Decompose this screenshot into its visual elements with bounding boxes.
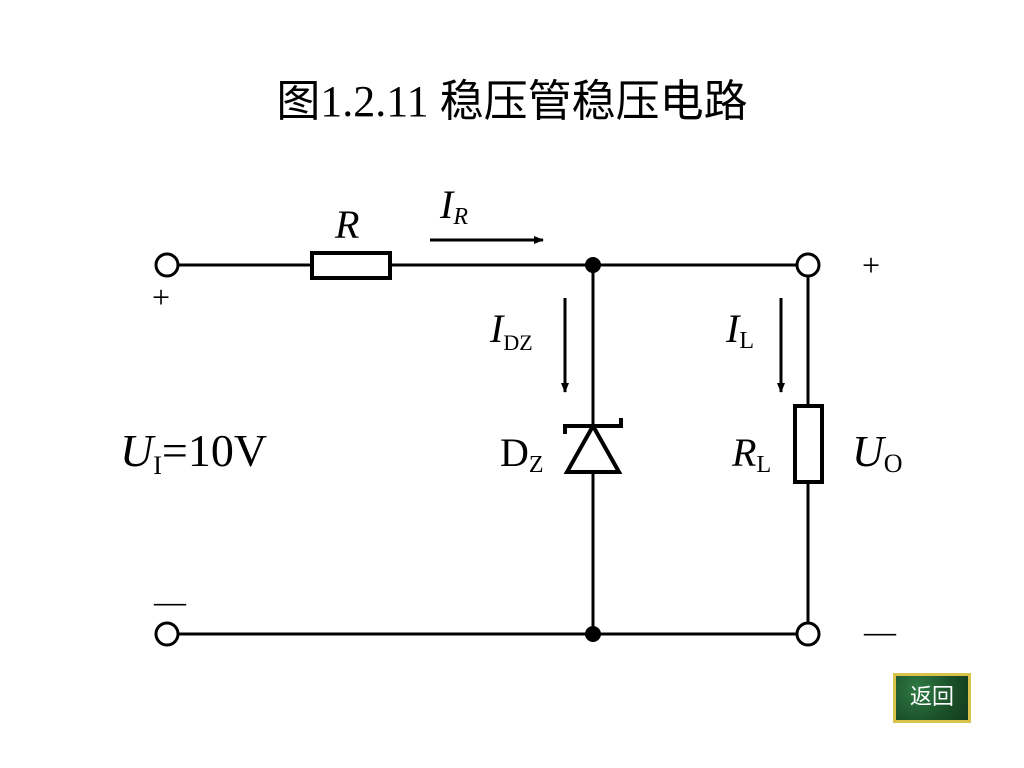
label-current-idz: IDZ — [489, 306, 533, 355]
input-terminal-top — [154, 252, 180, 278]
label-output-voltage: UO — [852, 427, 903, 478]
label-current-ir: IR — [439, 182, 468, 230]
label-input-voltage: UI=10V — [120, 425, 267, 480]
load-resistor-rl — [793, 404, 824, 484]
zener-diode-symbol — [563, 418, 623, 474]
junction-bottom — [585, 626, 601, 642]
label-output-minus: — — [863, 613, 897, 649]
back-button[interactable]: 返回 — [893, 673, 971, 723]
label-input-plus: + — [152, 279, 170, 315]
input-terminal-bottom — [154, 621, 180, 647]
junction-top — [585, 257, 601, 273]
label-output-plus: + — [862, 247, 880, 283]
resistor-r — [310, 251, 392, 280]
label-load-rl: RL — [731, 430, 771, 478]
label-current-il: IL — [725, 306, 754, 354]
label-diode-dz: DZ — [500, 430, 544, 478]
output-terminal-bottom — [795, 621, 821, 647]
diode-triangle — [563, 421, 623, 474]
label-resistor-r: R — [334, 202, 359, 247]
output-terminal-top — [795, 252, 821, 278]
page-title: 图1.2.11 稳压管稳压电路 — [276, 77, 748, 126]
label-input-minus: — — [153, 583, 187, 619]
diode-zener-bar — [563, 418, 623, 434]
